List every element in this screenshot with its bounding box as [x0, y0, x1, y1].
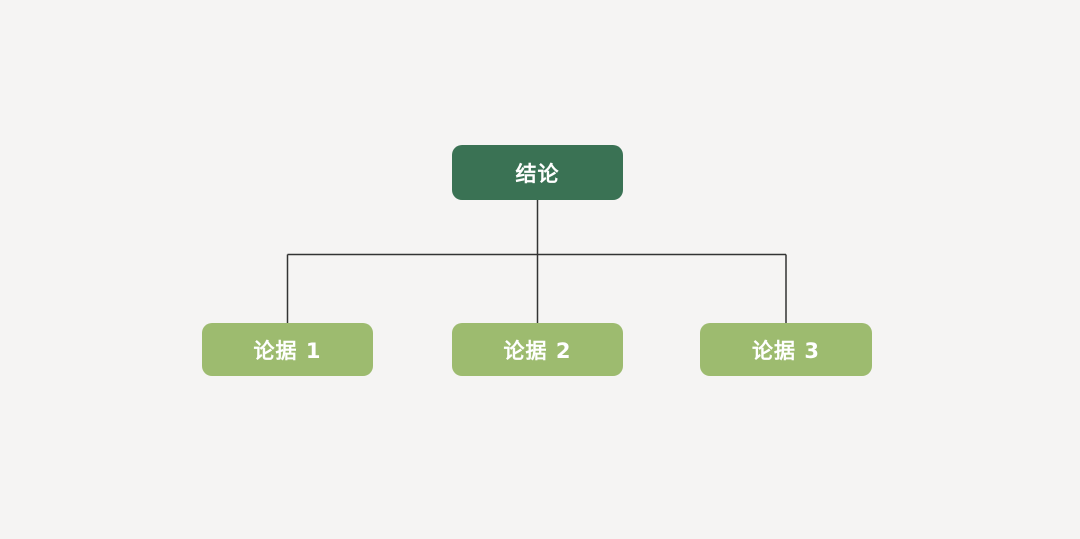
child-node-label: 论据 1 [253, 338, 322, 363]
child-node-label: 论据 3 [752, 338, 820, 363]
tree-connector-lines [286, 200, 787, 323]
root-node-label: 结论 [515, 161, 560, 186]
child-node-label: 论据 2 [503, 338, 572, 363]
child-node-argument-1[interactable]: 论据 1 [202, 323, 373, 376]
child-node-argument-2[interactable]: 论据 2 [452, 323, 623, 376]
root-node-conclusion[interactable]: 结论 [452, 145, 623, 200]
child-node-argument-3[interactable]: 论据 3 [700, 323, 872, 376]
